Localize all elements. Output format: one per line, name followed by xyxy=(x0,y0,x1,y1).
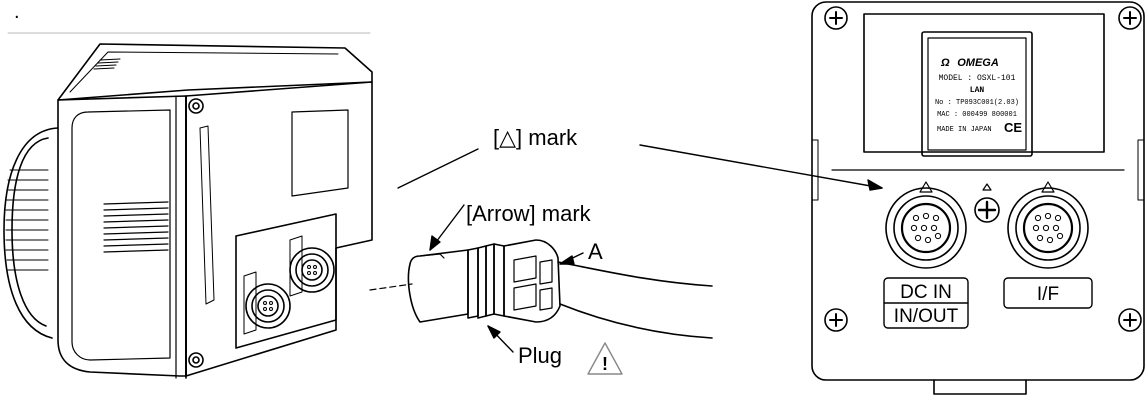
camera-rear-panel: OMEGA Ω MODEL : OSXL-101 LAN No : TP093C… xyxy=(811,1,1145,395)
callout-arrow-mark: [Arrow] mark xyxy=(466,201,592,226)
port-label-in-out: IN/OUT xyxy=(894,306,959,327)
warning-icon: ! xyxy=(587,342,623,375)
nameplate-type: LAN xyxy=(970,86,985,95)
brand-logo: OMEGA xyxy=(957,57,999,69)
corner-screws xyxy=(824,6,1142,332)
center-screw xyxy=(974,197,1000,223)
nameplate-model: MODEL : OSXL-101 xyxy=(939,74,1016,83)
camera-body-illustration xyxy=(3,43,373,379)
nameplate-mac: MAC : 000499 800001 xyxy=(937,111,1017,119)
nameplate-serial: No : TP093C001(2.03) xyxy=(935,99,1019,107)
callout-a: A xyxy=(588,239,603,264)
plug-cable-illustration xyxy=(407,239,713,339)
stray-dot: . xyxy=(14,1,20,23)
callout-triangle-mark: [△] mark xyxy=(493,125,578,150)
leader-lines xyxy=(397,144,883,353)
nameplate-origin: MADE IN JAPAN xyxy=(937,126,992,134)
warning-glyph: ! xyxy=(602,354,608,374)
if-label-box xyxy=(1003,277,1093,309)
callout-plug: Plug xyxy=(518,343,562,368)
ce-mark: CE xyxy=(1004,120,1022,135)
dc-in-connector xyxy=(885,181,967,269)
omega-symbol-icon: Ω xyxy=(940,57,950,69)
insertion-axis xyxy=(369,283,413,291)
port-label-if: I/F xyxy=(1037,284,1059,305)
if-connector xyxy=(1007,181,1089,269)
bottom-tab xyxy=(933,379,1027,395)
port-label-dc-in: DC IN xyxy=(900,282,952,303)
